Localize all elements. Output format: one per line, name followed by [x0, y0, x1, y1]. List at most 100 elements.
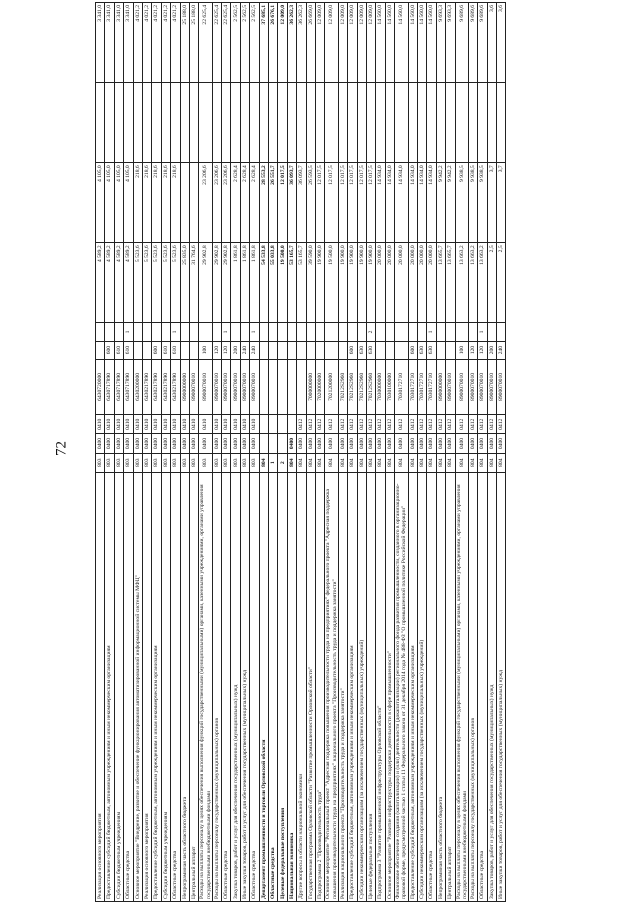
table-row: Закупка товаров, работ и услуг для обесп…	[487, 2, 497, 902]
cell-name: Предоставление субсидий бюджетным, автон…	[347, 472, 358, 902]
cell-v2: 23 206,6	[198, 162, 213, 243]
cell-v3	[306, 82, 316, 163]
cell-v3	[161, 82, 171, 163]
cell-pr: 0412	[468, 414, 478, 434]
cell-v2: 9 938,5	[468, 162, 478, 243]
table-row: Расходы на выплаты персоналу в целях обе…	[198, 2, 213, 902]
cell-vr: 600	[408, 341, 418, 360]
cell-rz: 0400	[357, 433, 367, 454]
cell-v3	[170, 82, 181, 163]
cell-rz: 0400	[240, 433, 250, 454]
cell-cs: 8900000000	[180, 359, 190, 415]
cell-gr: 804	[417, 453, 427, 473]
cell-vr	[259, 341, 269, 360]
cell-vr	[287, 341, 297, 360]
cell-gr: 803	[133, 453, 143, 473]
cell-v4: 14 560,0	[394, 2, 409, 83]
cell-rz: 0400	[212, 433, 222, 454]
cell-gr: 804	[455, 453, 469, 473]
cell-gr: 804	[296, 453, 307, 473]
cell-v1: 20 000,0	[417, 242, 427, 323]
cell-v2: 12 017,5	[357, 162, 367, 243]
cell-v4: 12 009,0	[315, 2, 325, 83]
cell-gr: 804	[426, 453, 437, 473]
cell-cs: 8900070010	[496, 359, 506, 415]
cell-v2: 2 628,4	[249, 162, 260, 243]
cell-v2: 218,6	[170, 162, 181, 243]
cell-name: Предоставление субсидий бюджетным, автон…	[104, 472, 115, 902]
cell-cs: 7030100000	[385, 359, 395, 415]
cell-pr: 0412	[385, 414, 395, 434]
cell-name: Другие вопросы в области национальной эк…	[296, 472, 307, 902]
cell-rz: 0400	[455, 433, 469, 454]
cell-v4: 3,6	[496, 2, 506, 83]
cell-pr: 0412	[408, 414, 418, 434]
cell-f	[277, 322, 288, 342]
cell-gr: 803	[189, 453, 199, 473]
cell-pr	[259, 414, 269, 434]
cell-f	[189, 322, 199, 342]
cell-cs: 6430217890	[161, 359, 171, 415]
cell-v4: 12 009,0	[338, 2, 348, 83]
cell-v3	[426, 82, 437, 163]
cell-v4: 26 669,0	[306, 2, 316, 83]
cell-gr: 804	[338, 453, 348, 473]
cell-cs: 70212S2960	[366, 359, 376, 415]
cell-v4: 4 021,2	[133, 2, 143, 83]
cell-cs: 7030172710	[408, 359, 418, 415]
table-row: Иные закупки товаров, работ и услуг для …	[240, 2, 250, 902]
cell-rz: 0400	[394, 433, 409, 454]
cell-rz: 0400	[151, 433, 162, 454]
cell-pr: 0412	[426, 414, 437, 434]
cell-rz: 0400	[315, 433, 325, 454]
cell-v4: 12 009,0	[347, 2, 358, 83]
cell-v2: 12 017,5	[277, 162, 288, 243]
cell-name: Областные средства	[123, 472, 134, 902]
cell-pr: 0410	[104, 414, 115, 434]
cell-v4: 4 021,2	[170, 2, 181, 83]
cell-v1: 54 533,8	[259, 242, 269, 323]
cell-vr: 120	[221, 341, 231, 360]
cell-v1: 13 665,7	[445, 242, 455, 323]
table-row: Основное мероприятие "Внедрение, развити…	[133, 2, 143, 902]
cell-v1: 4 589,2	[123, 242, 134, 323]
cell-vr: 610	[114, 341, 124, 360]
cell-cs	[268, 359, 278, 415]
cell-rz: 0400	[161, 433, 171, 454]
cell-v2: 14 934,0	[426, 162, 437, 243]
cell-cs: 8900070010	[230, 359, 241, 415]
cell-vr: 100	[455, 341, 469, 360]
cell-rz	[259, 433, 269, 454]
cell-rz: 0400	[468, 433, 478, 454]
cell-v1: 19 900,0	[347, 242, 358, 323]
cell-vr: 240	[240, 341, 250, 360]
cell-f	[104, 322, 115, 342]
cell-pr: 0412	[375, 414, 386, 434]
cell-gr: 804	[324, 453, 339, 473]
cell-gr: 803	[104, 453, 115, 473]
cell-f	[268, 322, 278, 342]
table-row: Основное мероприятие "Региональный проек…	[324, 2, 339, 902]
cell-vr: 120	[212, 341, 222, 360]
cell-v3	[221, 82, 231, 163]
cell-rz: 0400	[487, 433, 497, 454]
table-row: Реализация национального проекта "Произв…	[338, 2, 348, 902]
cell-vr	[95, 341, 105, 360]
table-row: Иные закупки товаров, работ и услуг для …	[496, 2, 506, 902]
cell-name: Расходы на выплаты персоналу государстве…	[468, 472, 478, 902]
cell-rz: 0400	[426, 433, 437, 454]
cell-v3	[151, 82, 162, 163]
cell-gr: 804	[375, 453, 386, 473]
cell-cs: 6430717890	[104, 359, 115, 415]
cell-v4: 36 262,3	[296, 2, 307, 83]
cell-v3	[417, 82, 427, 163]
cell-cs: 7030172710	[426, 359, 437, 415]
cell-v4: 22 625,4	[221, 2, 231, 83]
cell-cs: 70212S2960	[338, 359, 348, 415]
cell-pr: 0410	[249, 414, 260, 434]
cell-v2: 4 105,0	[104, 162, 115, 243]
cell-f	[95, 322, 105, 342]
